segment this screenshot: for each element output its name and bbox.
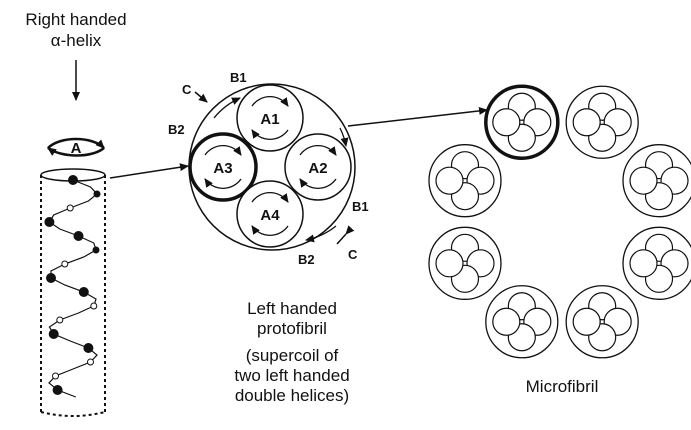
rotation-label: A [71, 140, 82, 157]
b2-bottom-label: B2 [298, 252, 315, 267]
arrow-to-microfibril-icon [347, 106, 488, 127]
microfibril-caption: Microfibril [526, 377, 599, 396]
helix-panel: Right handed α-helix A [25, 10, 127, 417]
helix-atom [78, 287, 89, 297]
b1-top-label: B1 [230, 70, 247, 85]
helix-atom [44, 217, 55, 227]
helix-atom [52, 385, 63, 395]
protofibril-caption-line4: two left handed [234, 366, 349, 385]
subunit-a3: A3 [188, 132, 258, 202]
helix-atom [83, 343, 94, 353]
helix-atom [73, 231, 84, 241]
helix-atom [90, 302, 98, 310]
rim-arrow-icon [213, 97, 241, 119]
helix-atom [46, 273, 56, 283]
subunit-a4-label: A4 [260, 207, 280, 224]
protofibril-unit [428, 144, 502, 218]
subunit-a3-label: A3 [213, 160, 232, 177]
helix-title-line1: Right handed [25, 10, 126, 29]
cylinder-bottom [40, 411, 106, 417]
helix-atom [92, 246, 100, 254]
protofibril-unit [565, 285, 639, 359]
protofibril-caption-line3: (supercoil of [246, 346, 339, 365]
helix-atom [48, 329, 59, 339]
protofibril-panel: A1 A2 A3 A4 B1 B2 B1 B2 C C [168, 70, 369, 405]
helix-atom [52, 372, 59, 380]
protofibril-caption-line1: Left handed [247, 299, 337, 318]
subunit-a2-label: A2 [308, 160, 327, 177]
protofibril-unit [428, 226, 502, 300]
c-bottom-label: C [348, 247, 358, 262]
helix-atoms [44, 175, 101, 395]
protofibril-caption-line2: protofibril [257, 319, 327, 338]
c-top-arrow-icon [194, 91, 208, 103]
protofibril-unit [485, 285, 559, 359]
helix-atom [93, 190, 101, 198]
b2-left-label: B2 [168, 122, 185, 137]
helix-atom [66, 204, 74, 212]
helix-atom [87, 358, 94, 366]
subunit-a1: A1 [236, 84, 304, 152]
helix-atom [68, 175, 78, 185]
protofibril-unit [622, 144, 691, 218]
protofibril-unit [565, 85, 639, 159]
protofibril-caption-line5: double helices) [235, 386, 349, 405]
subunit-a4: A4 [236, 180, 304, 248]
protofibril-unit [484, 84, 560, 160]
rim-arrow-icon [339, 127, 349, 147]
c-top-label: C [182, 82, 192, 97]
subunit-a2: A2 [284, 133, 352, 201]
subunit-a1-label: A1 [260, 111, 279, 128]
arrow-to-protofibril-icon [109, 163, 189, 179]
helix-atom [61, 260, 69, 268]
b1-right-label: B1 [352, 199, 369, 214]
helix-atom [56, 316, 64, 324]
rim-arrow-icon [305, 225, 337, 243]
microfibril-panel [428, 84, 691, 359]
rotation-arrow-back-icon [47, 146, 105, 157]
helix-title-line2: α-helix [51, 31, 102, 50]
protofibril-unit [622, 226, 691, 300]
rotation-arrow-icon [47, 137, 105, 149]
c-bottom-arrow-icon [336, 225, 355, 245]
